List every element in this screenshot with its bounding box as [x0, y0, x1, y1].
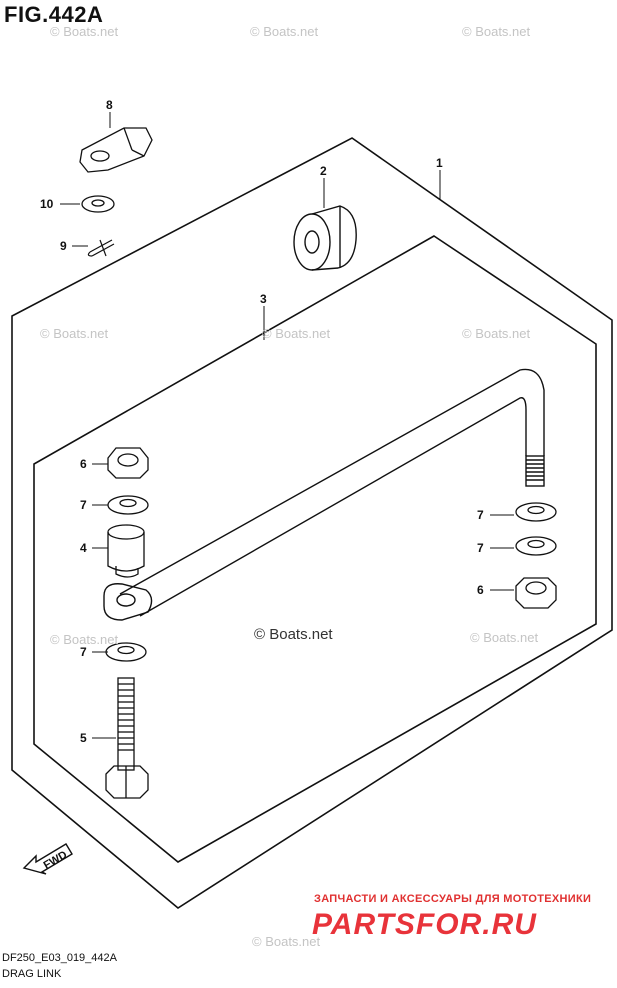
- callout-5: 5: [80, 731, 87, 745]
- figure-code: DF250_E03_019_442A: [2, 952, 117, 964]
- callout-6-left: 6: [80, 457, 87, 471]
- brand-logo: PARTSFOR.RU: [312, 908, 537, 941]
- fwd-label: FWD: [42, 849, 70, 872]
- part-5-bolt: [105, 677, 149, 799]
- watermark: © Boats.net: [462, 326, 531, 341]
- callout-9: 9: [60, 239, 67, 253]
- part-7-washer-left-b: [105, 642, 147, 662]
- watermark: © Boats.net: [462, 24, 531, 39]
- part-7-washer-right-a: [515, 502, 557, 522]
- callout-6-right: 6: [477, 583, 484, 597]
- watermark: © Boats.net: [262, 326, 331, 341]
- drag-link-rod: [103, 368, 545, 621]
- callout-7-left-a: 7: [80, 498, 87, 512]
- watermark-center: © Boats.net: [254, 626, 333, 643]
- part-6-nut-right: [515, 577, 557, 609]
- brand-subtitle: ЗАПЧАСТИ И АКСЕССУАРЫ ДЛЯ МОТОТЕХНИКИ: [314, 893, 592, 905]
- part-7-washer-left-a: [107, 495, 149, 515]
- part-9-pin: [87, 239, 115, 257]
- part-6-nut-left: [107, 447, 149, 479]
- callout-8: 8: [106, 98, 113, 112]
- callout-10: 10: [40, 197, 54, 211]
- part-10-washer: [81, 195, 115, 213]
- watermark: © Boats.net: [40, 326, 109, 341]
- part-4-bushing: [107, 524, 145, 578]
- callout-1: 1: [436, 156, 443, 170]
- part-2-bushing: [293, 205, 357, 271]
- callout-3: 3: [260, 292, 267, 306]
- part-7-washer-right-b: [515, 536, 557, 556]
- callout-7-right-a: 7: [477, 508, 484, 522]
- fwd-arrow-icon: FWD: [22, 836, 74, 881]
- watermark: © Boats.net: [252, 934, 321, 949]
- watermark: © Boats.net: [50, 24, 119, 39]
- callout-7-right-b: 7: [477, 541, 484, 555]
- figure-title: FIG.442A: [4, 2, 104, 27]
- callout-7-left-b: 7: [80, 645, 87, 659]
- figure-name: DRAG LINK: [2, 968, 62, 980]
- part-8-clip: [79, 127, 153, 173]
- callout-2: 2: [320, 164, 327, 178]
- callout-4: 4: [80, 541, 87, 555]
- inner-frame: [33, 235, 597, 863]
- watermark: © Boats.net: [250, 24, 319, 39]
- watermark: © Boats.net: [50, 632, 119, 647]
- leader-lines: [60, 112, 514, 739]
- watermark: © Boats.net: [470, 630, 539, 645]
- outer-frame: [11, 137, 613, 909]
